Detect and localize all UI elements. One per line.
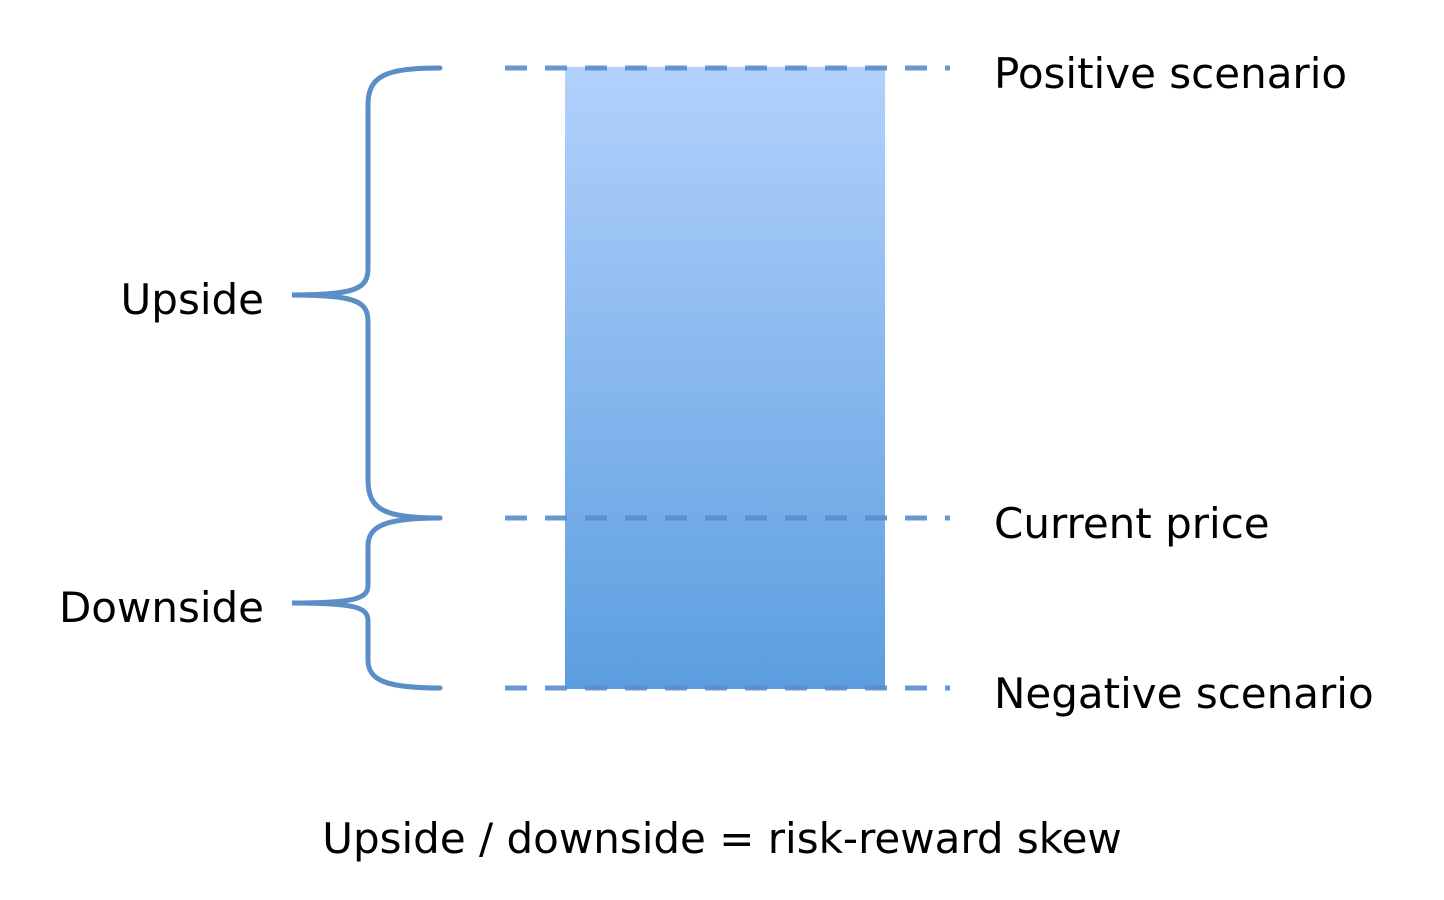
- negative-scenario-label: Negative scenario: [994, 669, 1374, 718]
- downside-brace: [291, 515, 443, 691]
- upside-label: Upside: [120, 275, 264, 324]
- caption: Upside / downside = risk-reward skew: [322, 814, 1122, 863]
- downside-label: Downside: [58, 583, 264, 632]
- positive-scenario-label: Positive scenario: [994, 49, 1348, 98]
- range-bar: [565, 67, 885, 689]
- upside-brace: [291, 65, 443, 521]
- current-price-label: Current price: [994, 499, 1270, 548]
